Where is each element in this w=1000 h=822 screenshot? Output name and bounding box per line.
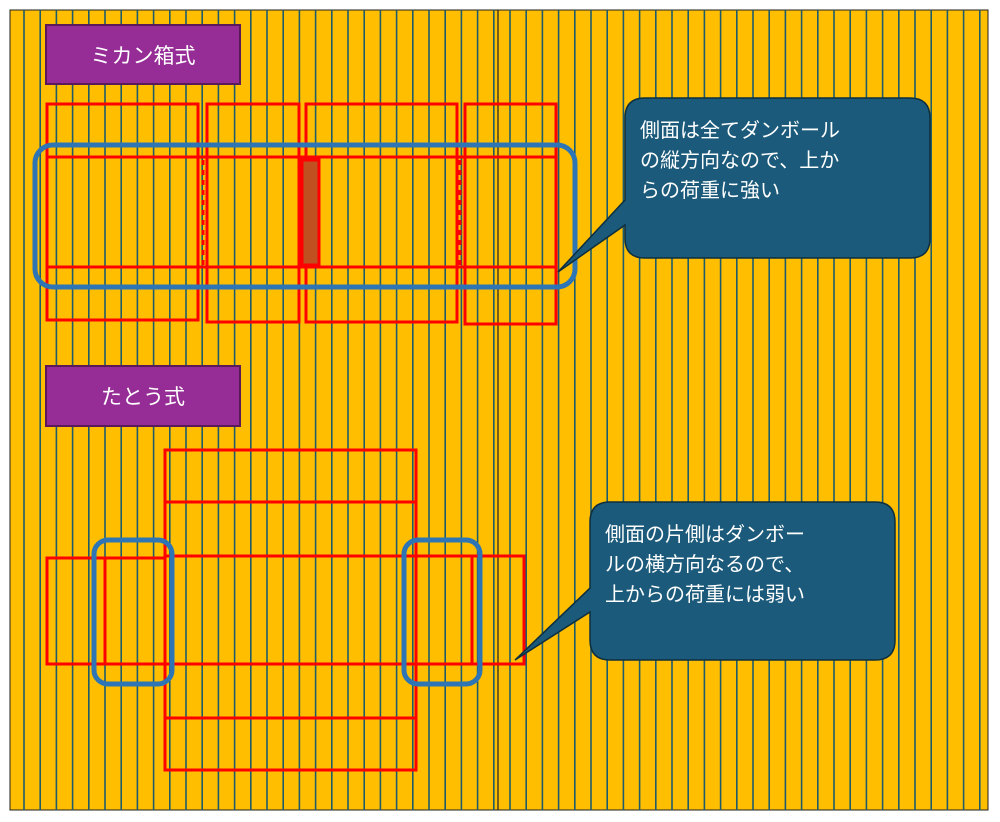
tatou-left-flap-inner	[103, 556, 167, 666]
mikan-panel-2	[205, 102, 301, 324]
mikan-callout-text: 側面は全てダンボール の縦方向なので、上か らの荷重に強い	[640, 118, 840, 202]
mikan-highlight-outline	[32, 142, 578, 290]
tatou-bottom-flap	[163, 716, 418, 772]
mikan-box-layout	[45, 102, 558, 326]
tatou-box-layout	[45, 448, 526, 772]
tatou-left-highlight	[91, 537, 175, 687]
mikan-style-label: ミカン箱式	[45, 24, 241, 85]
tatou-callout-bubble	[514, 501, 896, 661]
mikan-panel-1	[45, 102, 200, 322]
tatou-callout-text: 側面の片側はダンボー ルの横方向なるので、 上からの荷重には弱い	[605, 522, 805, 606]
mikan-glue-tab	[300, 158, 321, 267]
tatou-right-flap-outer	[470, 554, 526, 666]
mikan-panel-4	[463, 102, 558, 326]
tatou-style-label: たとう式	[45, 365, 241, 427]
mikan-callout-bubble	[557, 97, 931, 273]
tatou-right-highlight	[401, 537, 483, 687]
